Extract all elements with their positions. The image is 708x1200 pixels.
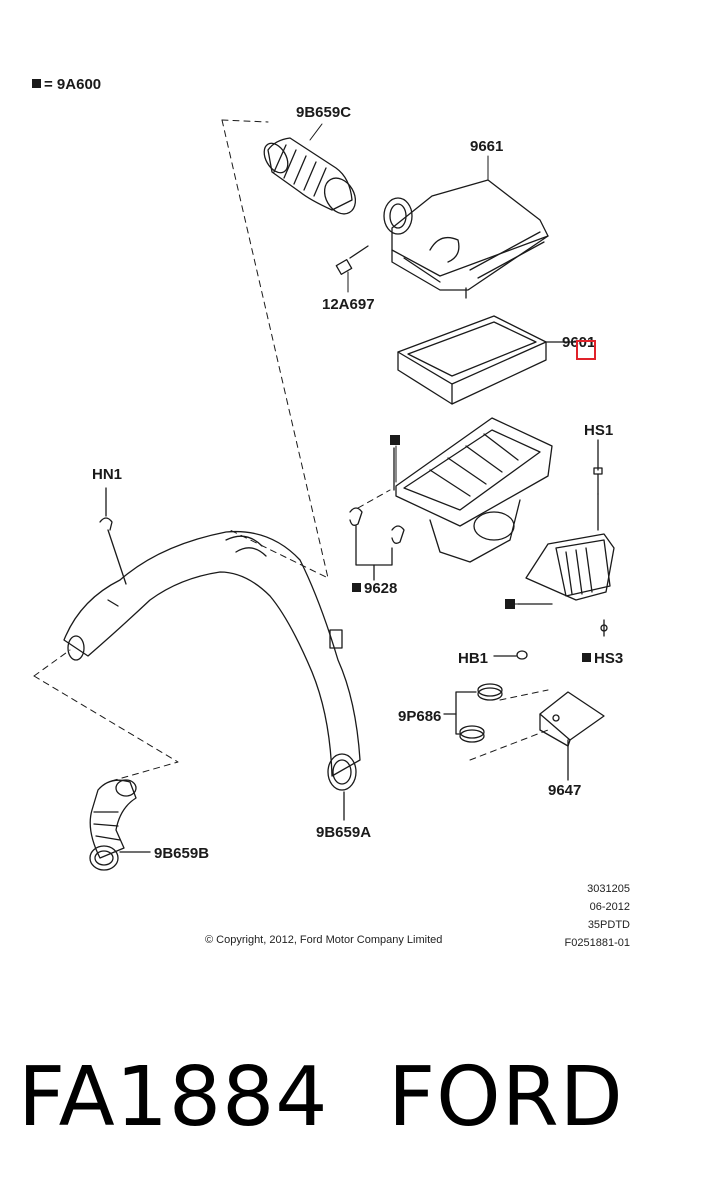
label-9628: 9628	[352, 580, 397, 597]
part-9B659A-tube	[63, 530, 361, 821]
label-HS3-text: HS3	[594, 650, 624, 667]
label-12A697: 12A697	[322, 296, 375, 313]
info-line: 35PDTD	[587, 919, 630, 931]
info-line: 06-2012	[589, 901, 630, 913]
label-HN1: HN1	[92, 466, 123, 483]
part-inlet-duct	[517, 533, 615, 605]
part-12A697-sensor	[335, 245, 369, 275]
marker-square-icon	[390, 435, 400, 445]
legend-9A600: = 9A600	[32, 76, 101, 93]
brand-text: FORD	[388, 1050, 624, 1145]
info-line: 3031205	[587, 883, 630, 895]
marker-square-icon	[505, 599, 515, 609]
legend-text: = 9A600	[44, 76, 102, 93]
label-9601: 9601	[562, 334, 596, 351]
label-HS1: HS1	[584, 422, 614, 439]
part-9B659C-hose	[263, 137, 357, 215]
part-air-cleaner-body	[393, 417, 553, 563]
diagram-drawing	[33, 119, 615, 871]
part-9647-bracket	[539, 691, 605, 781]
info-line: F0251881-01	[564, 937, 630, 949]
leader-lines	[309, 123, 519, 605]
part-9628-clips	[349, 507, 405, 581]
marker-square-icon	[582, 653, 591, 662]
part-HS1-screw	[593, 439, 603, 531]
copyright-text: © Copyright, 2012, Ford Motor Company Li…	[205, 934, 443, 946]
label-HS3: HS3	[582, 650, 623, 667]
legend-square-icon	[32, 79, 41, 88]
dashed-guide-lines	[33, 119, 549, 783]
label-9661: 9661	[470, 138, 504, 155]
exploded-parts-diagram: = 9A600 9B659C 9661 12A697 9601 HS1 HN1 …	[32, 76, 630, 952]
label-HB1: HB1	[458, 650, 489, 667]
drawing-info-block: 3031205 06-2012 35PDTD F0251881-01	[520, 880, 630, 952]
part-number-text: FA1884	[18, 1050, 329, 1145]
marker-square-icon	[352, 583, 361, 592]
part-HB1-grommet	[493, 650, 528, 660]
label-9628-text: 9628	[364, 580, 398, 597]
part-9B659B-hose	[89, 779, 151, 871]
highlight-box	[576, 340, 596, 360]
part-9661-cover	[383, 179, 549, 299]
label-9B659C: 9B659C	[296, 104, 352, 121]
label-9P686: 9P686	[398, 708, 442, 725]
part-9601-filter	[397, 315, 577, 405]
part-HN1-clamp	[99, 487, 127, 585]
label-9B659B: 9B659B	[154, 845, 210, 862]
label-9647: 9647	[548, 782, 582, 799]
part-9P686-pads	[443, 683, 503, 743]
label-9B659A: 9B659A	[316, 824, 372, 841]
part-HS3-screw	[600, 619, 608, 637]
